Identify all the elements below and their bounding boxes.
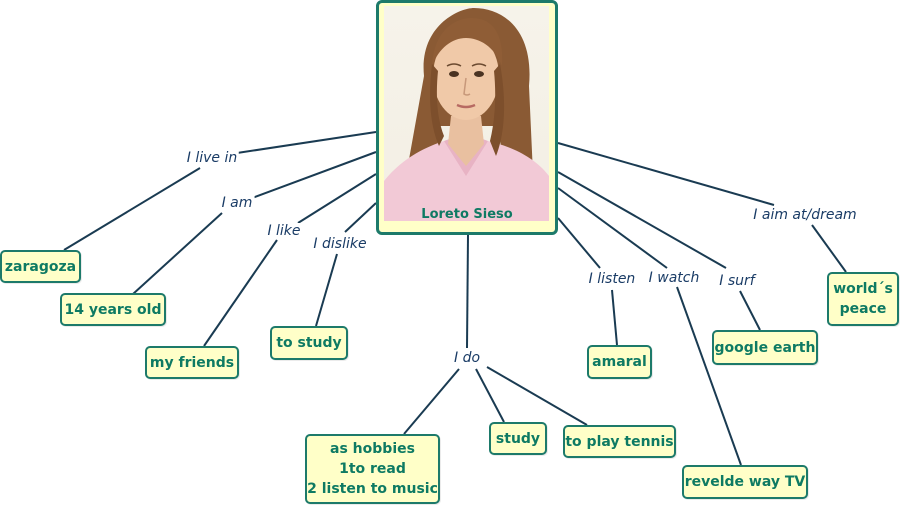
label-i-aim: I aim at/dream xyxy=(751,207,859,223)
connector-live xyxy=(236,131,377,154)
connector-aim xyxy=(557,142,775,206)
connector-like-node xyxy=(203,239,278,347)
node-zaragoza[interactable]: zaragoza xyxy=(0,250,81,283)
center-photo-node[interactable]: Loreto Sieso xyxy=(376,0,558,235)
label-i-dislike: I dislike xyxy=(311,236,369,252)
node-to-play-tennis[interactable]: to play tennis xyxy=(563,425,676,458)
node-my-friends[interactable]: my friends xyxy=(145,346,239,379)
node-google-earth[interactable]: google earth xyxy=(712,330,818,365)
node-worlds-peace[interactable]: world´s peace xyxy=(827,272,899,326)
connector-listen-node xyxy=(611,289,618,346)
node-14-years-old[interactable]: 14 years old xyxy=(60,293,166,326)
connector-do-study xyxy=(475,368,505,423)
node-amaral[interactable]: amaral xyxy=(587,345,652,379)
connector-surf xyxy=(557,171,727,269)
node-study[interactable]: study xyxy=(489,422,547,455)
connector-dislike xyxy=(344,202,377,233)
portrait-photo xyxy=(384,6,549,221)
node-to-study[interactable]: to study xyxy=(270,326,348,360)
label-i-surf: I surf xyxy=(717,273,757,289)
node-revelde-way-tv[interactable]: revelde way TV xyxy=(682,465,808,499)
connector-watch xyxy=(557,187,668,269)
connector-dislike-node xyxy=(315,253,338,327)
connector-listen xyxy=(557,217,601,269)
center-name: Loreto Sieso xyxy=(421,207,513,222)
connector-do-tennis xyxy=(486,366,588,426)
connector-do-hobbies xyxy=(403,368,460,435)
connector-aim-node xyxy=(811,224,847,273)
connector-surf-node xyxy=(739,290,761,331)
connector-do xyxy=(466,234,469,349)
label-i-watch: I watch xyxy=(646,270,702,286)
connector-watch-node xyxy=(676,286,742,466)
label-i-am: I am xyxy=(219,195,255,211)
label-live-in: I live in xyxy=(184,150,240,166)
node-hobbies[interactable]: as hobbies 1to read 2 listen to music xyxy=(305,434,440,504)
label-i-like: I like xyxy=(265,223,303,239)
connector-live-node xyxy=(63,167,201,251)
label-i-listen: I listen xyxy=(586,271,638,287)
connector-am xyxy=(251,151,377,199)
connector-like xyxy=(297,173,377,224)
connector-am-node xyxy=(132,212,223,295)
label-i-do: I do xyxy=(451,350,483,366)
